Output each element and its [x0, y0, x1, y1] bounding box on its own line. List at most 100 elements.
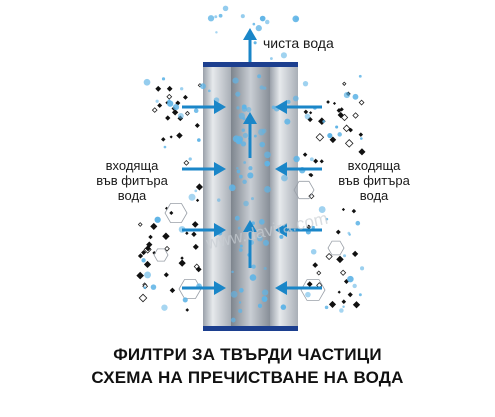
water-droplet [264, 151, 271, 159]
label-line: входяща [105, 158, 159, 173]
particle-marker [171, 109, 179, 116]
water-droplet [141, 258, 146, 263]
particle-marker [169, 210, 174, 216]
water-droplet [263, 267, 267, 271]
particle-marker [347, 292, 353, 298]
water-droplet [188, 157, 192, 161]
water-droplet [238, 174, 243, 179]
water-droplet [236, 166, 239, 170]
particle-marker [358, 99, 365, 106]
water-droplet [311, 225, 315, 230]
water-droplet [318, 206, 326, 213]
water-droplet [257, 74, 262, 79]
water-droplet [258, 219, 265, 225]
particle-marker [185, 308, 190, 312]
hexagon-particle [300, 279, 326, 301]
water-droplet [228, 184, 236, 192]
water-droplet [235, 91, 241, 97]
water-droplet [355, 220, 361, 226]
water-droplet [230, 290, 238, 298]
water-droplet [239, 244, 243, 248]
water-droplet [238, 301, 242, 304]
particle-marker [358, 132, 364, 137]
water-droplet [359, 137, 363, 140]
water-droplet [322, 120, 326, 123]
particle-marker [306, 224, 312, 230]
water-droplet [193, 108, 199, 114]
water-droplet [324, 305, 329, 310]
particle-marker [182, 94, 188, 100]
water-droplet [255, 25, 262, 32]
water-droplet [143, 78, 151, 86]
water-droplet [252, 22, 256, 26]
particle-marker [151, 107, 158, 113]
water-droplet [360, 266, 365, 271]
particle-marker [318, 117, 326, 125]
particle-marker [340, 113, 349, 122]
water-droplet [199, 83, 206, 90]
arrow-up-icon [243, 28, 257, 62]
water-droplet [292, 95, 299, 102]
water-droplet [286, 99, 291, 104]
water-droplet [167, 99, 171, 103]
particle-marker [183, 159, 190, 166]
water-droplet [222, 5, 229, 12]
water-droplet [231, 270, 234, 274]
water-droplet [358, 74, 362, 78]
particle-marker [344, 139, 354, 148]
water-droplet [352, 93, 359, 100]
particle-marker [184, 110, 190, 116]
water-droplet [236, 106, 240, 110]
particle-marker [192, 243, 199, 250]
particle-marker [335, 229, 341, 235]
water-droplet [259, 141, 266, 148]
water-droplet [305, 291, 311, 298]
particle-marker [195, 198, 200, 202]
water-droplet [214, 15, 218, 19]
particle-marker [166, 93, 173, 100]
particle-marker [329, 136, 337, 144]
water-droplet [248, 166, 253, 171]
water-droplet [281, 174, 288, 182]
particle-marker [165, 115, 171, 121]
incoming-water-label-left: входяща във фитъра вода [84, 158, 180, 203]
water-droplet [207, 89, 211, 93]
water-droplet [358, 293, 362, 297]
water-droplet [271, 105, 276, 110]
water-droplet [284, 118, 291, 125]
inflow-arrows-right [275, 100, 322, 295]
water-droplet [264, 160, 271, 167]
caption-subtitle: СХЕМА НА ПРЕЧИСТВАНЕ НА ВОДА [91, 368, 404, 387]
water-droplet [243, 200, 249, 207]
water-droplet [293, 155, 300, 163]
particle-marker [337, 290, 341, 294]
particle-marker [352, 112, 359, 119]
water-droplet [259, 15, 266, 22]
hexagon-particle [327, 240, 345, 256]
particle-marker [185, 231, 189, 235]
water-droplet [207, 15, 215, 22]
water-droplet [235, 137, 243, 145]
particle-marker [336, 255, 344, 264]
particle-marker [352, 301, 361, 309]
water-droplet [230, 317, 236, 323]
water-droplet [339, 308, 344, 313]
arrow-left-icon [275, 162, 322, 176]
particle-marker [136, 271, 144, 280]
water-droplet [352, 283, 357, 289]
particle-marker [358, 148, 366, 156]
label-line: вода [359, 188, 389, 203]
particle-marker [169, 135, 173, 139]
label-line: вода [117, 188, 147, 203]
water-droplet [343, 92, 350, 99]
water-droplet [236, 169, 241, 174]
filter-top-band [203, 62, 298, 67]
particle-marker [191, 221, 199, 228]
water-droplet [240, 141, 247, 147]
water-droplet [188, 193, 196, 201]
water-droplet [247, 172, 254, 179]
particle-marker [303, 109, 309, 115]
outflow-arrows [243, 28, 257, 268]
particle-marker [339, 107, 344, 112]
water-droplet [294, 16, 299, 21]
